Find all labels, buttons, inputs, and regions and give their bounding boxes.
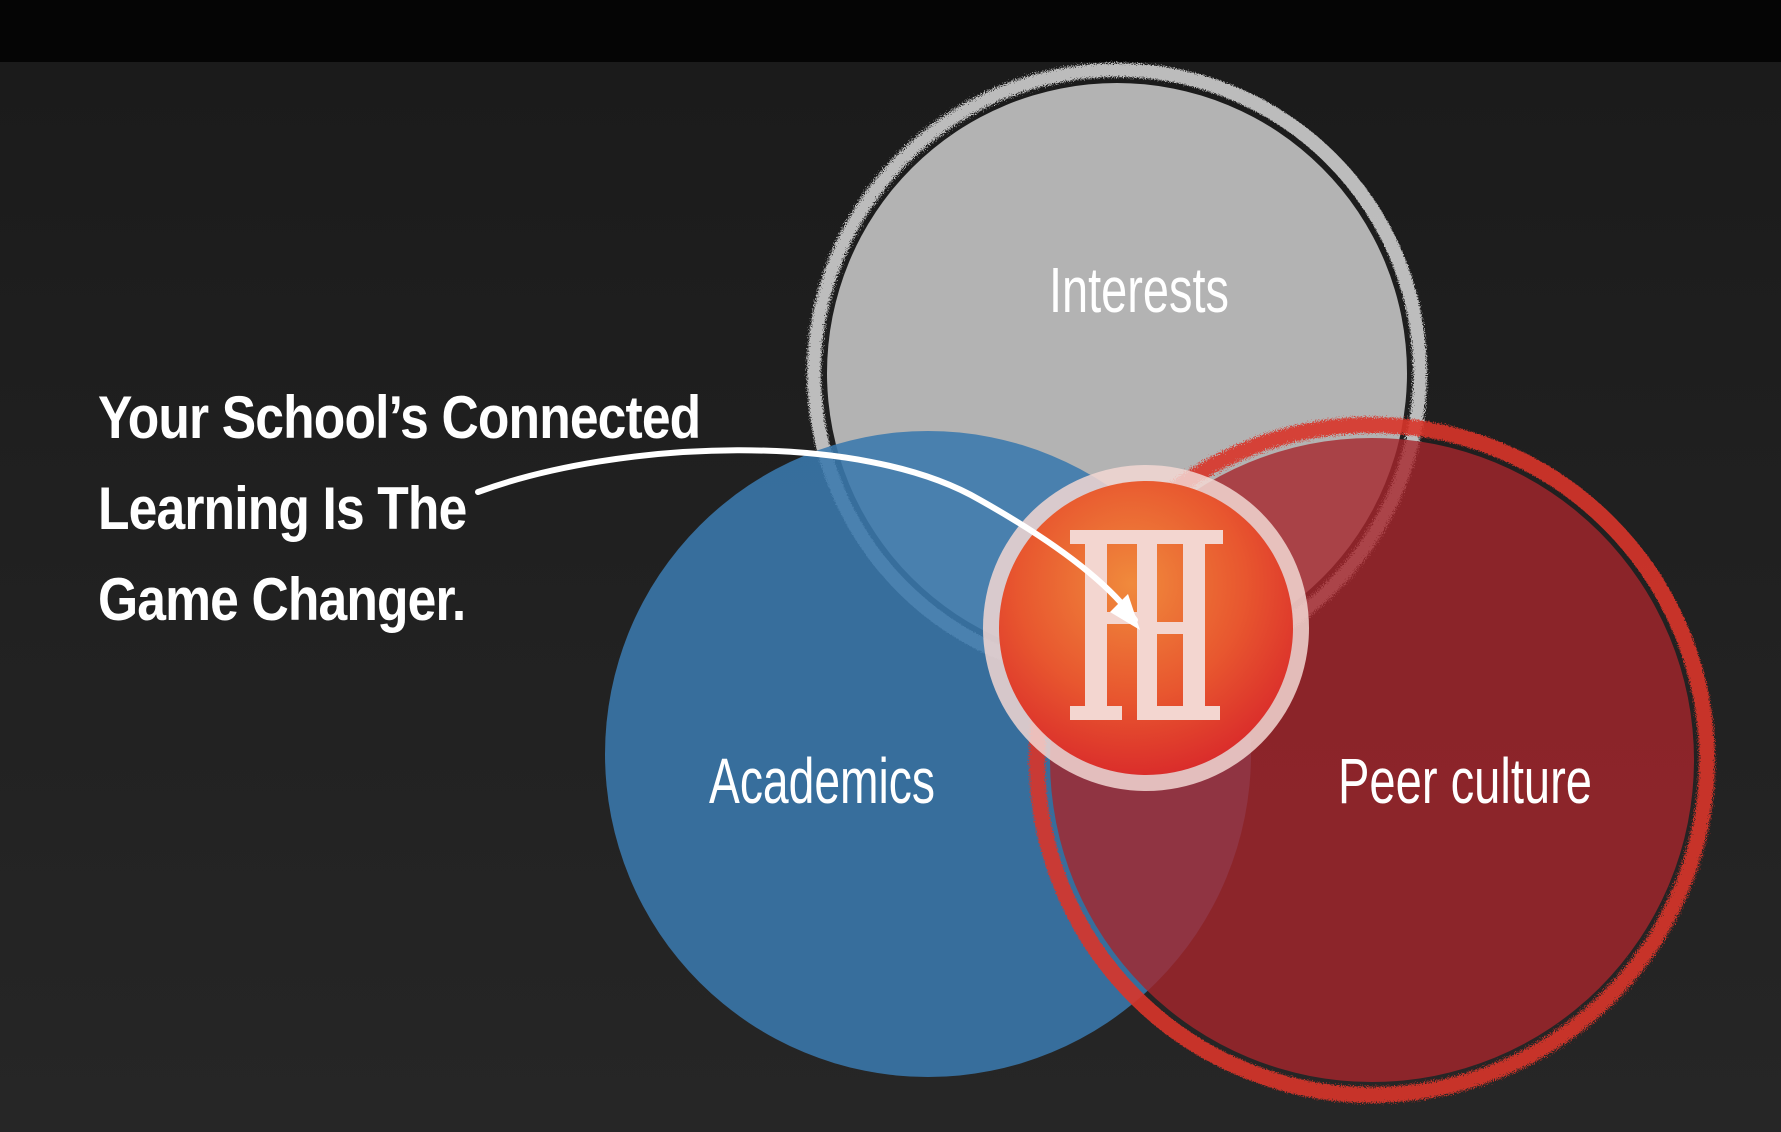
arrow-to-logo [475,447,1140,630]
headline: Your School’s Connected Learning Is The … [98,372,701,645]
top-band [0,0,1781,62]
headline-line-2: Learning Is The [98,475,467,542]
label-peer-culture: Peer culture [1338,745,1592,817]
headline-line-1: Your School’s Connected [98,384,701,451]
headline-line-3: Game Changer. [98,566,466,633]
label-interests: Interests [1049,254,1229,326]
fh-monogram-icon [1070,530,1223,720]
center-logo [983,465,1309,791]
label-academics: Academics [709,745,935,817]
